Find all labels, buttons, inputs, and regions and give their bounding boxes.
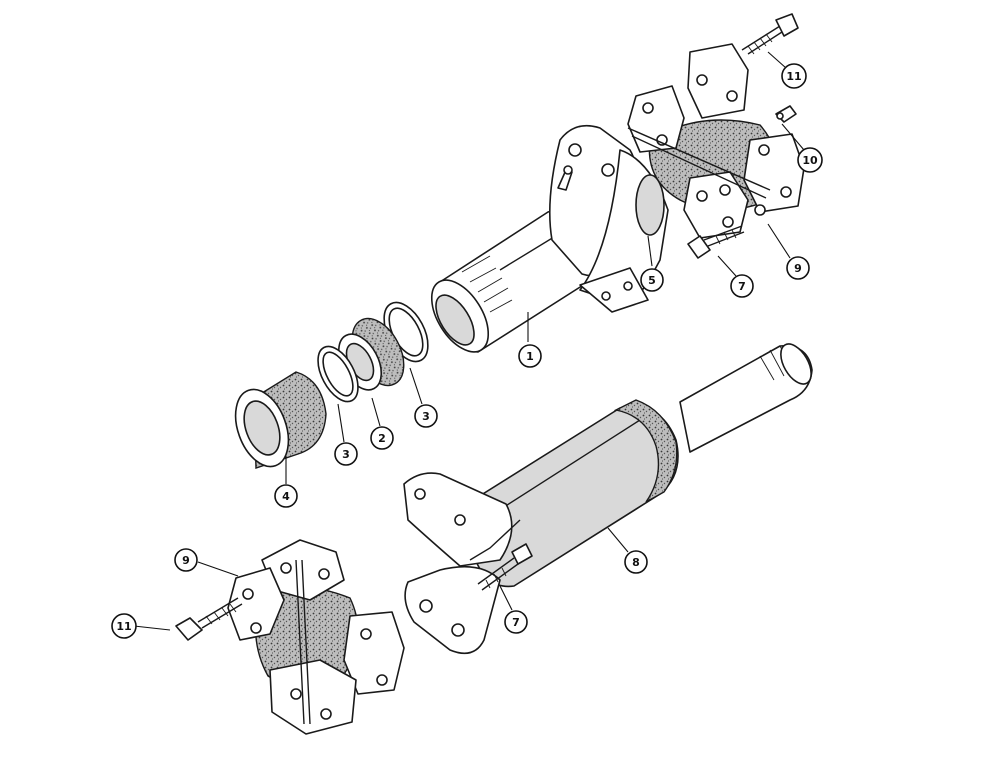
- grease-fitting-10: [775, 105, 797, 123]
- callout-5: 5: [640, 268, 664, 292]
- callout-3b: 3: [414, 404, 438, 428]
- callout-7a: 7: [730, 274, 754, 298]
- callout-9a: 9: [786, 256, 810, 280]
- leader-11b: [133, 625, 171, 631]
- leader-9a: [767, 223, 791, 259]
- leader-10: [781, 123, 805, 151]
- bearing-parts: [234, 301, 429, 469]
- callout-11a: 11: [781, 63, 807, 89]
- callout-3a-label: 3: [342, 448, 350, 461]
- callout-11a-label: 11: [786, 70, 801, 83]
- callout-7b: 7: [504, 610, 528, 634]
- lower-bolt-7: [477, 543, 533, 591]
- lower-shaft-assembly: [175, 343, 813, 735]
- callout-11b: 11: [111, 613, 137, 639]
- callout-1-label: 1: [526, 350, 534, 363]
- lower-bolt-11: [175, 597, 243, 641]
- callout-3a: 3: [334, 442, 358, 466]
- upper-bolt-11: [741, 13, 799, 55]
- splined-shaft: [679, 343, 813, 453]
- upper-bolt-7: [687, 225, 745, 259]
- bearing-cup-4: [234, 371, 327, 469]
- leader-5: [647, 235, 653, 267]
- callout-9b-label: 9: [182, 554, 190, 567]
- lower-yoke: [403, 472, 521, 655]
- leader-7b: [499, 585, 513, 611]
- leader-2: [371, 397, 381, 427]
- callout-2-label: 2: [378, 432, 386, 445]
- needle-bearing-2: [337, 317, 405, 391]
- callout-9a-label: 9: [794, 262, 802, 275]
- callout-8: 8: [624, 550, 648, 574]
- callout-10: 10: [797, 147, 823, 173]
- leader-9b: [197, 561, 239, 577]
- callout-2: 2: [370, 426, 394, 450]
- callout-4: 4: [274, 484, 298, 508]
- callout-10-label: 10: [802, 154, 818, 167]
- upper-slip-yoke-assembly: [430, 13, 805, 353]
- callout-1: 1: [518, 344, 542, 368]
- callout-5-label: 5: [648, 274, 656, 287]
- leader-3a: [337, 403, 345, 443]
- leader-lines: [133, 51, 805, 631]
- leader-8: [607, 527, 629, 553]
- callout-3b-label: 3: [422, 410, 430, 423]
- callout-7b-label: 7: [512, 616, 520, 629]
- callout-9b: 9: [174, 548, 198, 572]
- lower-u-joint: [227, 539, 405, 735]
- leader-11a: [767, 51, 787, 69]
- callout-4-label: 4: [282, 490, 290, 503]
- callout-8-label: 8: [632, 556, 640, 569]
- leader-3b: [409, 367, 423, 405]
- callout-7a-label: 7: [738, 280, 746, 293]
- leader-7a: [717, 255, 737, 277]
- slip-yoke-ears: [549, 124, 669, 313]
- callout-11b-label: 11: [116, 620, 131, 633]
- upper-u-joint: [627, 43, 805, 239]
